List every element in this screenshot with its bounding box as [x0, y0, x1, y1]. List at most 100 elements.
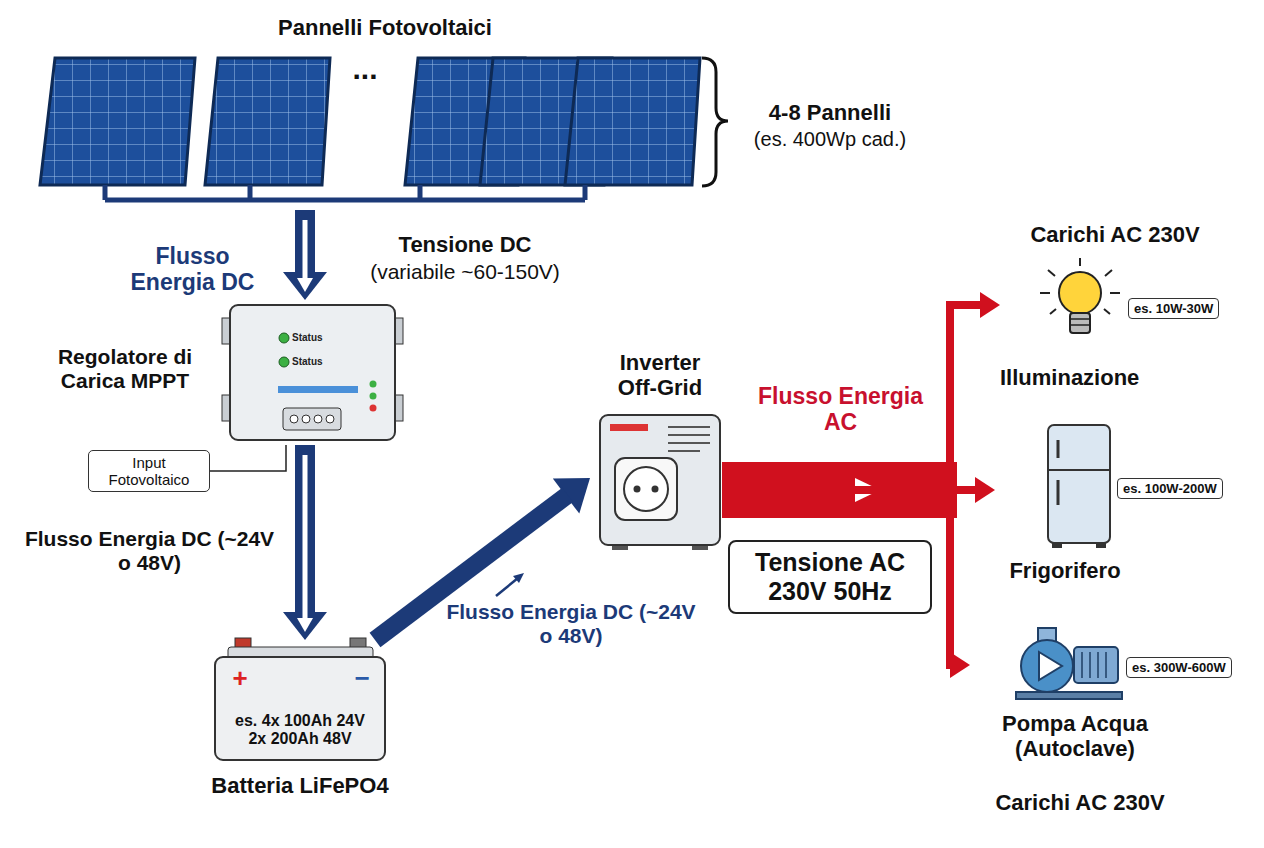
box-text: es. 10W-30W	[1134, 301, 1213, 316]
shape	[624, 467, 668, 511]
shape	[40, 58, 195, 185]
flow-inner-line	[303, 455, 308, 619]
shape	[1048, 425, 1110, 543]
fridge-icon	[1048, 425, 1110, 547]
load-name: Illuminazione	[1000, 365, 1130, 390]
pump-icon	[1016, 628, 1122, 699]
inverter: Inverter Off-Grid	[590, 350, 730, 550]
status-label: Status	[292, 332, 342, 344]
shape	[283, 408, 341, 430]
panel-note: (es. 400Wp cad.)	[735, 128, 925, 151]
heading: Inverter Off-Grid	[600, 350, 720, 401]
flow-connector	[283, 210, 327, 300]
arrowhead	[980, 292, 1000, 318]
lamp-icon	[1040, 258, 1120, 333]
heading: Batteria LiFePO4	[200, 773, 400, 798]
shape	[652, 486, 659, 493]
shape	[615, 458, 677, 520]
shape	[1053, 543, 1061, 547]
box-text: Input Fotovoltaico	[95, 454, 203, 488]
shape	[1021, 640, 1073, 692]
shape	[215, 657, 385, 760]
shape	[314, 415, 322, 423]
voltage-range: (variabile ~60-150V)	[335, 260, 595, 284]
arrowhead	[297, 278, 313, 292]
arrowhead	[297, 618, 313, 632]
shape	[668, 427, 710, 451]
shape	[1048, 469, 1110, 471]
shape	[205, 58, 330, 185]
shape	[600, 415, 720, 545]
inverter	[600, 415, 720, 550]
shape	[105, 185, 585, 200]
terminal-sign: +	[230, 664, 250, 694]
charge-controller	[222, 305, 403, 440]
pump-load: Pompa Acqua (Autoclave)	[970, 625, 1180, 775]
panel-mount	[105, 185, 585, 200]
shape	[326, 415, 334, 423]
small-arrow	[496, 578, 518, 596]
shape	[1016, 692, 1122, 699]
connector-line	[730, 305, 982, 490]
shape	[610, 424, 648, 431]
shape	[370, 393, 377, 400]
shape	[1070, 313, 1090, 333]
box-text: es. 100W-200W	[1123, 481, 1217, 496]
ellipsis: ...	[325, 52, 405, 87]
voltage-box: Tensione AC 230V 50Hz	[728, 540, 932, 614]
shape	[1074, 647, 1118, 683]
status-label: Status	[292, 356, 342, 368]
bracket	[702, 58, 728, 186]
shape	[290, 415, 298, 423]
shape	[1082, 652, 1106, 678]
battery	[215, 638, 385, 760]
small-arrowhead	[513, 573, 524, 583]
shape	[1057, 440, 1060, 505]
shape	[1059, 272, 1101, 314]
flow-connector	[210, 445, 286, 471]
fridge-load: Frigorifero	[995, 420, 1135, 595]
voltage-label: Tensione DC	[345, 232, 585, 257]
load-name: Pompa Acqua (Autoclave)	[975, 711, 1175, 762]
lamp-load: Illuminazione	[1000, 265, 1130, 400]
battery: + − es. 4x 100Ah 24V 2x 200Ah 48V Batteria …	[200, 640, 400, 801]
flow-inner-line	[303, 220, 308, 279]
panel-count: 4-8 Pannelli	[735, 100, 925, 125]
shape	[1070, 319, 1090, 325]
arrowhead	[975, 477, 995, 503]
shape	[302, 415, 310, 423]
heading: Pannelli Fotovoltaici	[220, 15, 550, 40]
power-badge: es. 10W-30W	[1128, 298, 1219, 319]
shape	[565, 58, 700, 185]
power-badge: es. 100W-200W	[1117, 478, 1223, 499]
terminal-sign: −	[352, 664, 372, 694]
flow-label: Flusso Energia DC (~24V o 48V)	[22, 527, 277, 575]
shape	[279, 357, 289, 367]
flow-connector	[283, 445, 327, 640]
group-heading: Carichi AC 230V	[990, 222, 1240, 247]
shape	[278, 386, 358, 393]
group-heading: Carichi AC 230V	[970, 790, 1190, 815]
shape	[279, 333, 289, 343]
load-name: Frigorifero	[995, 558, 1135, 583]
box-text: Tensione AC 230V 50Hz	[740, 548, 920, 606]
shape	[1097, 543, 1105, 547]
heading: Regolatore di Carica MPPT	[30, 345, 220, 393]
shape	[105, 198, 585, 203]
charge-controller: Regolatore di Carica MPPTStatusStatus	[30, 300, 405, 445]
box-text: es. 300W-600W	[1132, 660, 1226, 675]
flow-label: Flusso Energia DC (~24V o 48V)	[440, 600, 702, 648]
shape	[1040, 258, 1120, 314]
shape	[370, 405, 377, 412]
shape	[1039, 652, 1062, 680]
shape	[370, 381, 377, 388]
callout-box: Input Fotovoltaico	[88, 450, 210, 492]
panel-array: Pannelli Fotovoltaici	[30, 15, 720, 210]
shape	[634, 486, 641, 493]
shape	[230, 305, 395, 440]
flow-connector	[730, 292, 1000, 490]
flow-label: Flusso Energia DC	[120, 243, 265, 296]
battery-spec: es. 4x 100Ah 24V 2x 200Ah 48V	[227, 712, 373, 749]
power-badge: es. 300W-600W	[1126, 657, 1232, 678]
